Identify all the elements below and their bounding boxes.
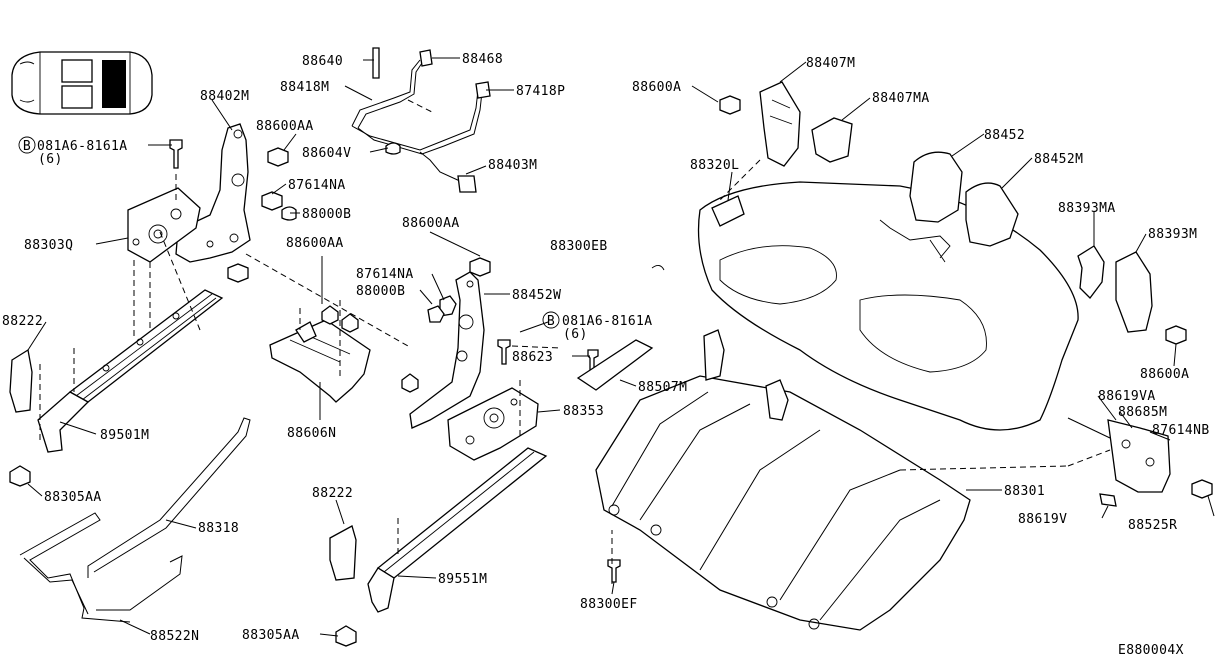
seat-wire-frame-part — [19, 417, 251, 623]
label-88320L: 88320L — [690, 158, 739, 173]
label-88685M: 88685M — [1118, 405, 1167, 420]
label-88300EB: 88300EB — [550, 239, 608, 254]
label-88407MA: 88407MA — [872, 91, 930, 106]
label-88507M: 88507M — [638, 380, 687, 395]
label-081A6-8161A-1: 081A6-8161A — [37, 139, 128, 154]
clip-88300EB-part — [651, 265, 665, 271]
left-seat-cover-clip-part — [9, 348, 33, 413]
dashed-assembly-lines — [39, 99, 1111, 584]
label-88619V: 88619V — [1018, 512, 1067, 527]
label-88303Q: 88303Q — [24, 238, 73, 253]
bolt-symbol-1: B — [18, 136, 36, 154]
label-88600AA-2: 88600AA — [402, 216, 460, 231]
svg-text:B: B — [547, 314, 555, 329]
label-88619VA: 88619VA — [1098, 389, 1156, 404]
label-88600AA-3: 88600AA — [286, 236, 344, 251]
headrest-guide-88407M-part — [759, 81, 801, 167]
label-88468: 88468 — [462, 52, 503, 67]
label-88600AA-1: 88600AA — [256, 119, 314, 134]
label-88305AA-1: 88305AA — [44, 490, 102, 505]
right-seat-rail-part — [367, 447, 548, 613]
label-87418P: 87418P — [516, 84, 565, 99]
label-88222-2: 88222 — [312, 486, 353, 501]
label-88402M: 88402M — [200, 89, 249, 104]
leader-lines — [27, 57, 1215, 637]
side-trim-88393MA-part — [1077, 245, 1105, 299]
label-88452W: 88452W — [512, 288, 561, 303]
right-hinge-bracket-part — [409, 257, 491, 429]
center-slide-rail-part — [269, 305, 419, 403]
right-recliner-base-part — [447, 387, 539, 461]
label-88407M: 88407M — [806, 56, 855, 71]
left-seat-rail-part — [37, 289, 224, 453]
seatback-trim-88452M-part — [965, 182, 1019, 247]
svg-text:B: B — [23, 139, 31, 154]
part-labels: 88640 88468 88418M 87418P 88402M 88600AA… — [2, 52, 1210, 658]
label-88600A-1: 88600A — [632, 80, 681, 95]
label-88222-1: 88222 — [2, 314, 43, 329]
label-88606N: 88606N — [287, 426, 336, 441]
label-88301: 88301 — [1004, 484, 1045, 499]
label-88393MA: 88393MA — [1058, 201, 1116, 216]
label-89551M: 89551M — [438, 572, 487, 587]
label-qty-6-1: (6) — [38, 152, 63, 167]
striker-cover-88685M-part — [1107, 419, 1171, 493]
label-88403M: 88403M — [488, 158, 537, 173]
label-87614NA-2: 87614NA — [356, 267, 414, 282]
label-88000B-2: 88000B — [356, 284, 405, 299]
label-88418M: 88418M — [280, 80, 329, 95]
left-hinge-bracket-part — [175, 123, 251, 263]
label-081A6-8161A-2: 081A6-8161A — [562, 314, 653, 329]
side-trim-88393M-part — [1115, 251, 1153, 333]
label-88000B-1: 88000B — [302, 207, 351, 222]
right-seat-cover-clip-part — [329, 525, 357, 581]
diagram-code: E880004X — [1118, 643, 1184, 658]
label-88522N: 88522N — [150, 629, 199, 644]
label-89501M: 89501M — [100, 428, 149, 443]
label-qty-6-2: (6) — [563, 327, 588, 342]
label-88353: 88353 — [563, 404, 604, 419]
center-pad-part — [576, 339, 654, 391]
clip-88320L-part — [711, 195, 745, 227]
car-locator-icon — [11, 51, 153, 115]
seat-frame-part — [595, 329, 971, 631]
label-88525R: 88525R — [1128, 518, 1177, 533]
label-88318: 88318 — [198, 521, 239, 536]
bolt-symbol-2: B — [542, 311, 560, 329]
headrest-guide-88407MA-part — [811, 117, 853, 163]
label-87614NA-1: 87614NA — [288, 178, 346, 193]
right-bolts-part — [607, 95, 1213, 583]
label-88604V: 88604V — [302, 146, 351, 161]
label-88305AA-2: 88305AA — [242, 628, 300, 643]
seatback-trim-88452-part — [909, 151, 963, 223]
label-88393M: 88393M — [1148, 227, 1197, 242]
label-88623: 88623 — [512, 350, 553, 365]
label-88640: 88640 — [302, 54, 343, 69]
label-88600A-2: 88600A — [1140, 367, 1189, 382]
label-88452: 88452 — [984, 128, 1025, 143]
label-88300EF: 88300EF — [580, 597, 638, 612]
label-88452M: 88452M — [1034, 152, 1083, 167]
left-bolts-part — [9, 139, 297, 487]
wire-harness-part — [351, 47, 491, 193]
label-87614NB: 87614NB — [1152, 423, 1210, 438]
recliner-base-part — [127, 187, 201, 263]
